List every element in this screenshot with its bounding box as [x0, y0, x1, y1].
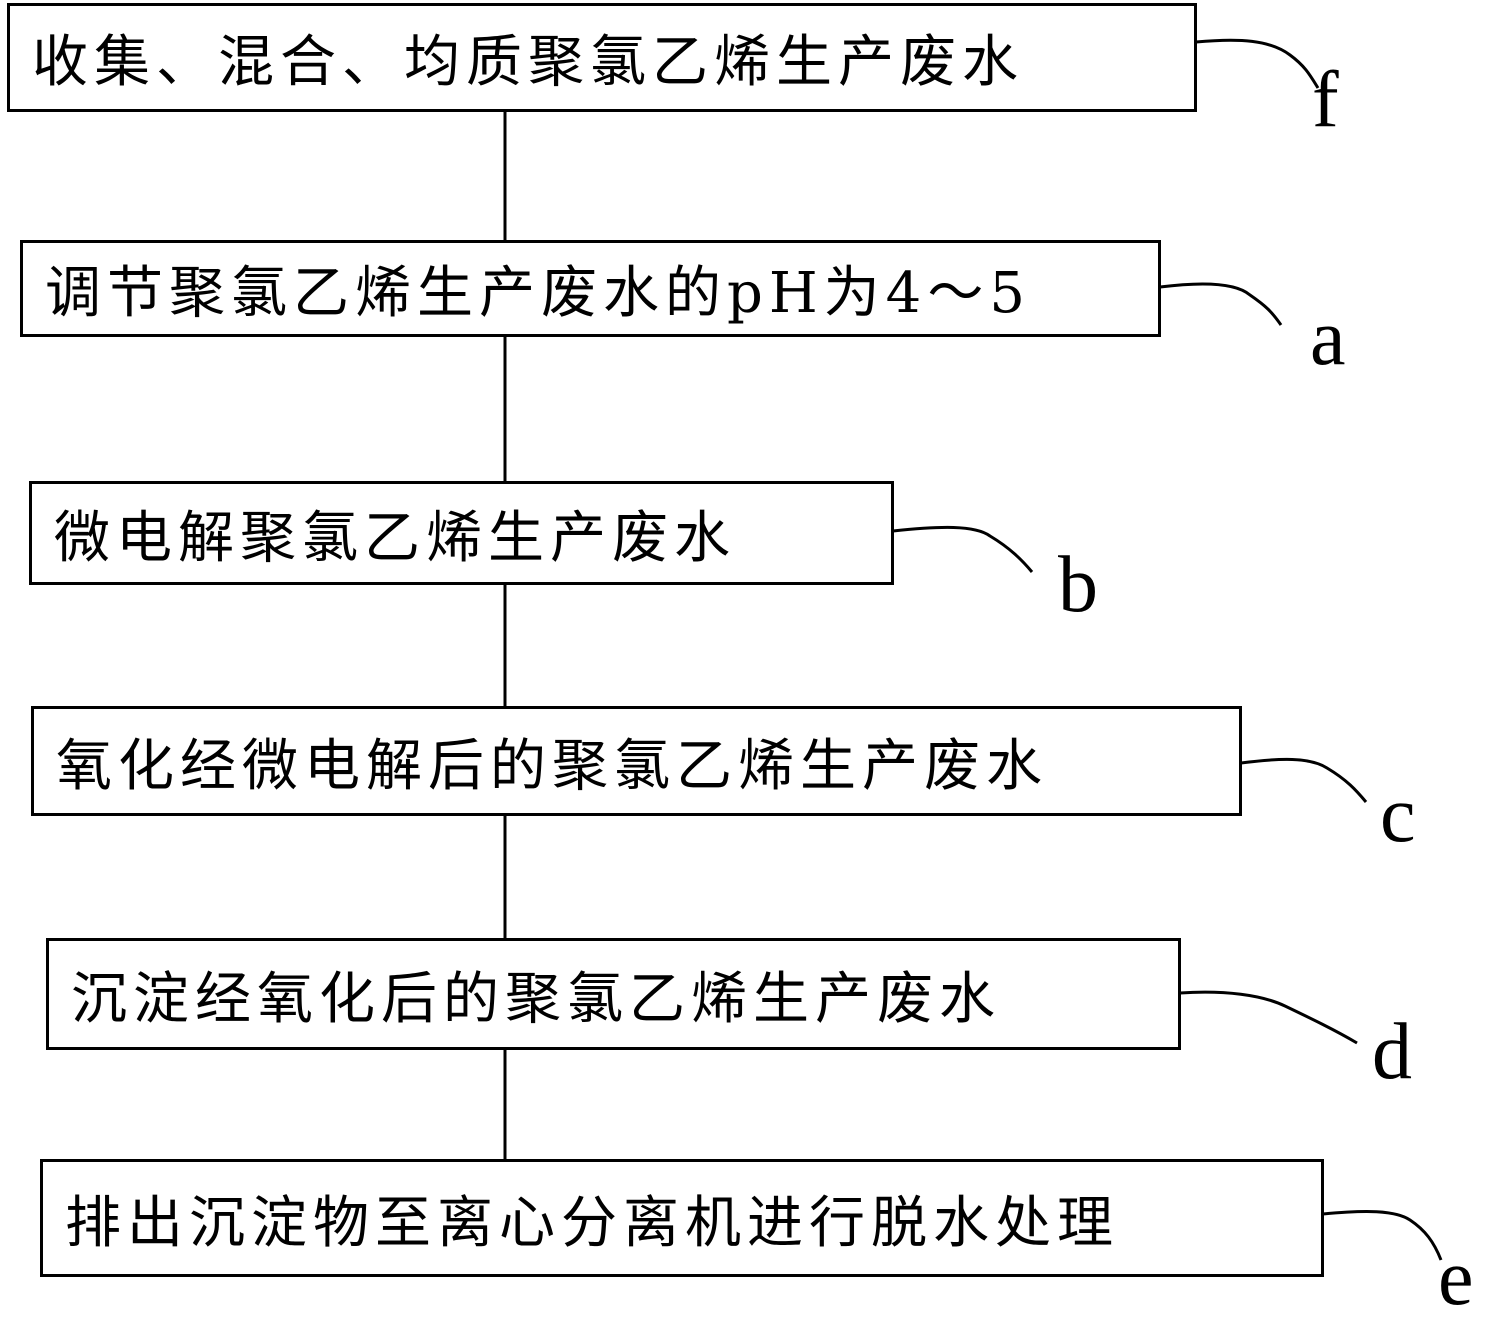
leader-d — [1179, 990, 1358, 1045]
step-label-d: d — [1372, 1008, 1412, 1096]
step-box-c: 氧化经微电解后的聚氯乙烯生产废水 — [31, 706, 1242, 816]
leader-e — [1322, 1210, 1443, 1261]
step-text-b: 微电解聚氯乙烯生产废水 — [54, 505, 736, 571]
step-text-d: 沉淀经氧化后的聚氯乙烯生产废水 — [71, 966, 1001, 1032]
step-label-b: b — [1058, 541, 1098, 629]
step-text-f: 收集、混合、均质聚氯乙烯生产废水 — [32, 30, 1024, 95]
leader-a — [1159, 282, 1283, 326]
step-text-a: 调节聚氯乙烯生产废水的pH为4～5 — [45, 261, 1031, 326]
step-text-c: 氧化经微电解后的聚氯乙烯生产废水 — [56, 733, 1048, 799]
step-label-e: e — [1438, 1234, 1474, 1322]
step-box-f: 收集、混合、均质聚氯乙烯生产废水 — [7, 3, 1197, 112]
step-box-d: 沉淀经氧化后的聚氯乙烯生产废水 — [46, 938, 1181, 1050]
step-text-e: 排出沉淀物至离心分离机进行脱水处理 — [65, 1190, 1119, 1256]
step-label-c: c — [1380, 771, 1416, 859]
leader-b — [892, 525, 1034, 573]
leader-c — [1240, 757, 1368, 803]
step-box-e: 排出沉淀物至离心分离机进行脱水处理 — [40, 1159, 1324, 1277]
step-label-a: a — [1310, 294, 1346, 382]
leader-f — [1195, 38, 1320, 89]
step-label-f: f — [1312, 56, 1339, 144]
step-box-a: 调节聚氯乙烯生产废水的pH为4～5 — [20, 240, 1161, 337]
step-box-b: 微电解聚氯乙烯生产废水 — [29, 481, 894, 585]
